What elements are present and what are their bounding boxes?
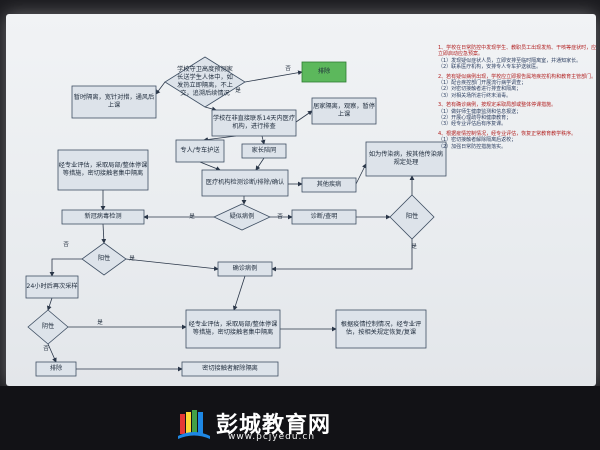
school-report-label: 学校在非直接联系14天内医疗机构，进行排查: [212, 115, 296, 130]
right-note-line: 2、若有疑似病例出现，学校应立即报告属地疾控机构和教育主管部门。: [438, 73, 597, 80]
edge-judge1-confirmed: [125, 258, 219, 271]
parent-left-label: 暂时隔离，宽针对措，通风后上课: [73, 94, 155, 109]
right-note-line: 4、根据疫情控制情况，经专业评估，恢复正常教育教学秩序。: [438, 130, 577, 137]
exclude-bottom-label: 排除: [49, 365, 63, 372]
edge-report-homecare: [260, 135, 266, 145]
home-care-box: [241, 143, 287, 159]
right-note-line: （2）开展心理疏导和健康教育；: [438, 115, 512, 122]
judge-2-label: 阴性: [41, 323, 55, 330]
specialist-eval-label: 经专业评估，采取局部/整体停课等措施，密切接触者集中隔离: [58, 162, 148, 177]
care-car-box: [175, 139, 225, 163]
right-notes-panel: 1、学校在日常防控中发现学生、教职员工出现发热、干咳等症状时，应立即启动应急预案…: [438, 42, 598, 372]
recheck-24h-label: 24小时后再次采样: [26, 283, 78, 290]
edge-label-yes-4: 是: [129, 256, 135, 262]
edge-judge-confirmed: [271, 239, 413, 272]
edge-report-care: [203, 135, 237, 142]
right-note-line: （1）密切接触者解除隔离后返校；: [438, 137, 517, 144]
edge-report-home: [295, 110, 313, 123]
edge-label-yes-5: 是: [97, 320, 103, 326]
care-car-label: 专人/专车护送: [180, 147, 220, 154]
clinic-diag-box: [291, 209, 357, 225]
edge-other-infectious: [355, 163, 367, 185]
right-note-line: （1）发现疑似症状人员，立即安排至临时隔离室，并通知家长。: [438, 57, 582, 64]
lift-box: [301, 61, 347, 83]
edge-label-no-2: 否: [277, 214, 283, 220]
judge-right-diamond: [389, 194, 435, 240]
new-diagnosis-label: 新冠病毒检测: [84, 213, 122, 220]
parent-left-box: [71, 85, 157, 119]
right-note-line: （1）配合疾控部门开展流行病学调查；: [438, 80, 527, 87]
edge-label-no-4: 否: [43, 346, 49, 352]
flowchart-shapes: [25, 56, 447, 377]
school-guard-diamond: [164, 56, 246, 108]
edge-recheck-judge2: [46, 297, 53, 311]
home-isolation-box: [311, 97, 377, 125]
new-diagnosis-box: [61, 209, 145, 225]
report-confirm-diamond: [213, 203, 271, 231]
report-confirm-label: 疑似病例: [229, 213, 255, 220]
edge-judge2-exclude: [47, 343, 57, 363]
right-note-line: 3、若有确诊病例，按规定采取局部或整体停课措施。: [438, 102, 557, 109]
edge-care-clinic: [199, 161, 221, 171]
edge-label-yes-1: 是: [235, 88, 241, 94]
judge-1-diamond: [81, 242, 127, 276]
edge-label-no-1: 否: [285, 66, 291, 72]
right-note-line: （2）联系医疗机构，安排专人专车护送就医。: [438, 64, 542, 71]
recheck-24h-box: [25, 275, 79, 299]
lift-label: 排除: [317, 68, 331, 75]
edge-guard-report: [204, 106, 217, 112]
if-infectious-box: [365, 141, 447, 177]
school-report-box: [211, 109, 297, 137]
book-logo-icon: [178, 410, 210, 439]
flowchart-edges: [46, 70, 415, 372]
edge-guard-lift: [244, 70, 303, 83]
flowchart-board: 学校守卫高度预测家长送学生人体中，如发热立即隔离，不上交，追溯后续情况 排除 居…: [6, 14, 596, 386]
clinic-check-label: 医疗机构检测诊断/排除/确认: [205, 179, 285, 186]
edge-confirmed-eval: [232, 275, 246, 311]
close-lift-label: 密切接触者解除隔离: [202, 365, 258, 372]
edge-homecare-clinic: [255, 157, 265, 171]
footer-bar: [0, 386, 600, 450]
other-disease-box: [301, 177, 357, 193]
confirmed-eval-label: 经专业评估，采取局部/整体停课等措施，密切接触者集中隔离: [188, 321, 278, 336]
judge-2-diamond: [27, 309, 69, 345]
confirmed-eval-box: [185, 309, 281, 349]
quarantine-rules-box: [335, 309, 427, 349]
confirmed-box: [217, 261, 273, 277]
confirmed-label: 确诊病例: [232, 265, 258, 272]
exclude-bottom-box: [35, 361, 77, 377]
watermark-logo: 彭城教育网 www.pcjyedu.cn: [176, 404, 436, 444]
if-infectious-label: 如为传染病，按其他传染病规定处理: [368, 151, 444, 166]
home-care-label: 家长陪同: [251, 147, 277, 154]
quarantine-rules-label: 根据疫情控制情况，经专业评估，按相关规定恢复/复课: [340, 321, 422, 336]
specialist-eval-box: [57, 149, 149, 191]
judge-right-label: 阳性: [405, 213, 419, 220]
edge-label-yes-2: 是: [189, 214, 195, 220]
edge-label-yes-3: 是: [411, 244, 417, 250]
right-note-line: （3）经专业评估后有序复课。: [438, 121, 507, 128]
watermark-name: 彭城教育网: [216, 412, 332, 438]
watermark-url: www.pcjyedu.cn: [228, 432, 316, 442]
right-note-line: （3）对相关场所进行终末消毒。: [438, 92, 512, 99]
right-note-line: （2）对密切接触者进行排查和隔离；: [438, 86, 522, 93]
clinic-diag-label: 诊断/查明: [310, 213, 338, 220]
judge-1-label: 阳性: [97, 255, 111, 262]
flowchart-svg: [25, 56, 447, 377]
edge-judge1-recheck: [49, 258, 82, 277]
edge-new-judge1: [101, 223, 107, 244]
home-isolation-label: 居家隔离，观察，暂停上课: [313, 103, 375, 118]
clinic-check-box: [201, 169, 289, 197]
right-note-line: 1、学校在日常防控中发现学生、教职员工出现发热、干咳等症状时，应立即启动应急预案…: [438, 45, 597, 58]
right-note-line: （1）做好师生健康监测和信息报送；: [438, 108, 522, 115]
edge-label-no-3: 否: [63, 242, 69, 248]
edge-guard-parent: [155, 81, 166, 95]
right-note-line: （2）加强日常防控措施落实。: [438, 143, 507, 150]
school-guard-label: 学校守卫高度预测家长送学生人体中，如发热立即隔离，不上交，追溯后续情况: [177, 66, 233, 97]
close-lift-box: [181, 361, 279, 377]
other-disease-label: 其他疾病: [316, 181, 342, 188]
